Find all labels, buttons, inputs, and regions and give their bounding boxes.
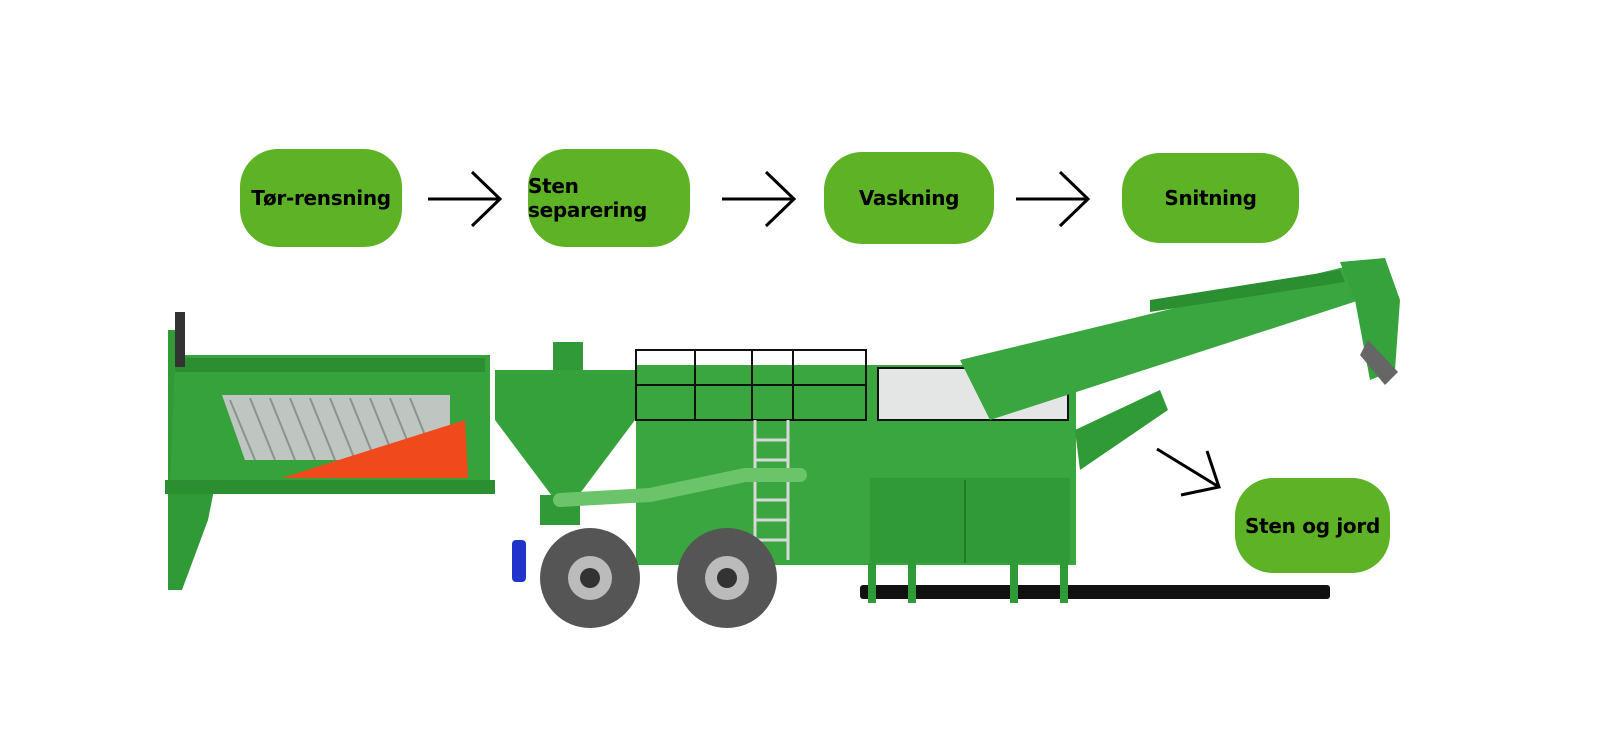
step-washing: Vaskning <box>824 152 994 244</box>
step-label: Sten separering <box>528 174 647 222</box>
orange-side-panel <box>282 420 468 478</box>
arrow-right-icon <box>722 170 797 228</box>
step-cutting: Snitning <box>1122 153 1299 243</box>
top-railing <box>635 349 867 421</box>
wheel-rear <box>677 528 777 628</box>
step-label: Vaskning <box>858 186 960 210</box>
step-stone-separation: Sten separering <box>528 149 690 247</box>
output-stones-and-soil: Sten og jord <box>1235 478 1390 573</box>
arrow-right-icon <box>428 170 503 228</box>
wheel-front <box>540 528 640 628</box>
discharge-conveyor <box>1075 390 1168 470</box>
base-rail <box>860 585 1330 599</box>
front-frame <box>168 330 218 590</box>
step-label: Snitning <box>1164 186 1257 210</box>
arrow-right-icon <box>1016 170 1091 228</box>
step-label: Tør-rensning <box>251 186 391 210</box>
step-dry-cleaning: Tør-rensning <box>240 149 402 247</box>
output-label: Sten og jord <box>1245 513 1380 538</box>
cutting-conveyor-arm <box>960 258 1400 420</box>
blue-pump <box>512 540 526 582</box>
water-pipe <box>553 468 807 507</box>
arrow-down-right-icon <box>1156 447 1221 497</box>
control-post <box>175 312 185 367</box>
